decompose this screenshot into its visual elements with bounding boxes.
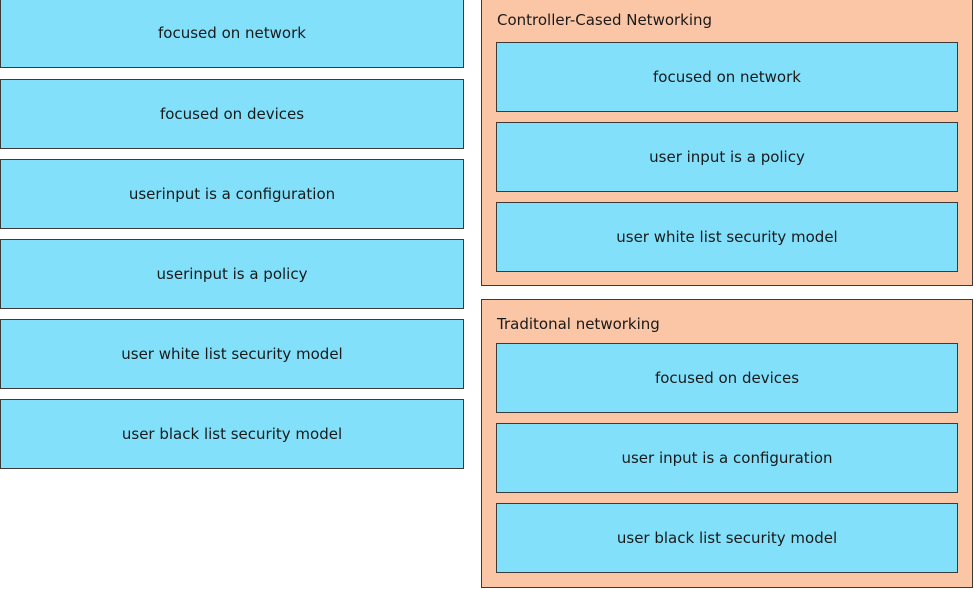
- slot-label: user black list security model: [616, 529, 838, 547]
- answer-tile-label: focused on devices: [159, 105, 305, 123]
- answer-tile-focused-on-devices[interactable]: focused on devices: [0, 79, 464, 149]
- drop-slot[interactable]: user input is a configuration: [496, 423, 958, 493]
- answer-tile-label: user white list security model: [121, 345, 343, 363]
- target-group-controller-networking: Controller-Cased Networking focused on n…: [481, 0, 973, 286]
- slot-label: focused on devices: [654, 369, 800, 387]
- group-title: Controller-Cased Networking: [497, 11, 713, 29]
- target-group-traditional-networking: Traditonal networking focused on devices…: [481, 299, 973, 588]
- answer-tile-label: focused on network: [158, 24, 306, 42]
- drop-slot[interactable]: focused on network: [496, 42, 958, 112]
- slot-label: user white list security model: [616, 228, 838, 246]
- slot-label: user input is a policy: [649, 148, 805, 166]
- answer-tile-focused-on-network[interactable]: focused on network: [0, 0, 464, 68]
- answer-tile-userinput-policy[interactable]: userinput is a policy: [0, 239, 464, 309]
- answer-tile-white-list-security[interactable]: user white list security model: [0, 319, 464, 389]
- drop-slot[interactable]: user white list security model: [496, 202, 958, 272]
- group-title: Traditonal networking: [497, 315, 660, 333]
- slot-label: user input is a configuration: [621, 449, 833, 467]
- answer-tile-black-list-security[interactable]: user black list security model: [0, 399, 464, 469]
- answer-tile-label: userinput is a configuration: [128, 185, 336, 203]
- answer-tile-label: user black list security model: [121, 425, 343, 443]
- drop-slot[interactable]: focused on devices: [496, 343, 958, 413]
- answer-tile-userinput-configuration[interactable]: userinput is a configuration: [0, 159, 464, 229]
- slot-label: focused on network: [653, 68, 801, 86]
- answer-tile-label: userinput is a policy: [156, 265, 308, 283]
- drop-slot[interactable]: user input is a policy: [496, 122, 958, 192]
- drop-slot[interactable]: user black list security model: [496, 503, 958, 573]
